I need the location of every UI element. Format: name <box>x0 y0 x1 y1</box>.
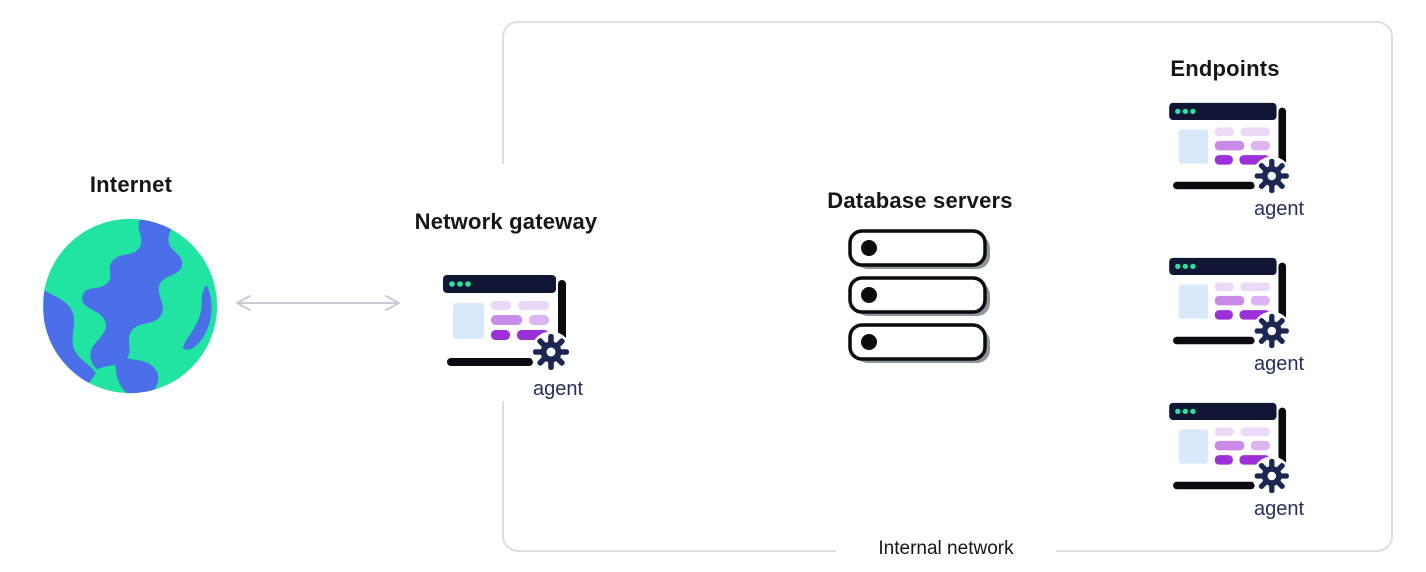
browser-agent-icon <box>1167 100 1293 195</box>
globe-icon <box>42 218 218 394</box>
agent-label: agent <box>1219 498 1339 521</box>
agent-label: agent <box>498 378 618 401</box>
network-gateway-label: Network gateway <box>396 209 616 235</box>
endpoint-item: agent <box>1167 100 1339 230</box>
endpoint-item: agent <box>1167 400 1339 530</box>
browser-agent-icon <box>1167 255 1293 350</box>
agent-label: agent <box>1219 198 1339 221</box>
endpoint-item: agent <box>1167 255 1339 385</box>
database-servers-icon <box>848 229 992 365</box>
bidirectional-arrow-icon <box>236 295 400 311</box>
browser-agent-icon <box>441 272 573 372</box>
internal-network-label: Internal network <box>836 535 1056 563</box>
database-servers-label: Database servers <box>827 188 1013 213</box>
internet-label: Internet <box>89 172 173 197</box>
agent-label: agent <box>1219 353 1339 376</box>
endpoints-label: Endpoints <box>1170 56 1280 81</box>
browser-agent-icon <box>1167 400 1293 495</box>
